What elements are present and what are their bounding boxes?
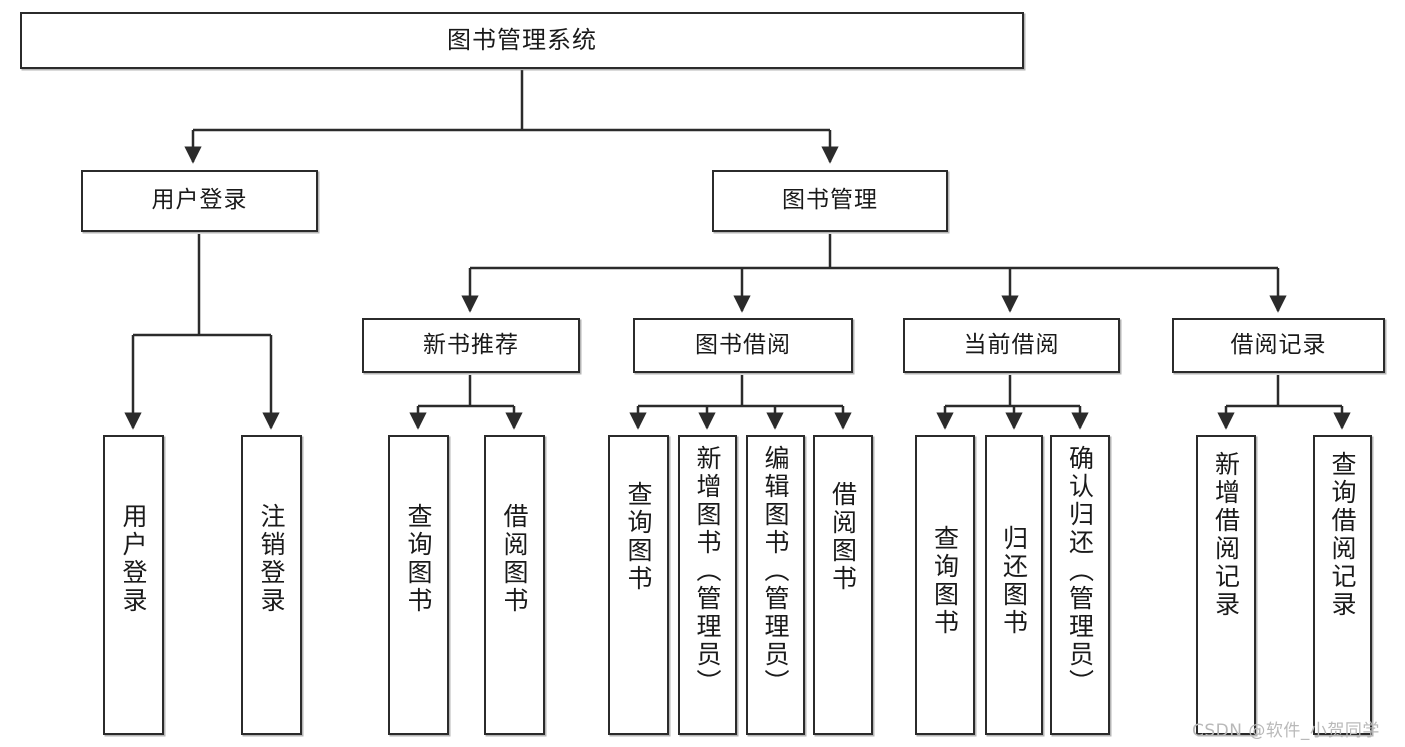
leaf-borrow-book[interactable]: 借阅图书: [813, 435, 873, 735]
node-label: 新增借阅记录: [1211, 451, 1241, 619]
leaf-confirm-return[interactable]: 确认归还（管理员）: [1050, 435, 1110, 735]
node-label: 图书管理系统: [447, 26, 597, 55]
leaf-user-login[interactable]: 用户登录: [103, 435, 164, 735]
node-label: 图书管理: [782, 187, 878, 214]
leaf-logout-login[interactable]: 注销登录: [241, 435, 302, 735]
leaf-query-borrow-record[interactable]: 查询借阅记录: [1313, 435, 1372, 735]
leaf-add-book[interactable]: 新增图书（管理员）: [678, 435, 737, 735]
node-root-system[interactable]: 图书管理系统: [20, 12, 1024, 69]
leaf-borrow-book-recommend[interactable]: 借阅图书: [484, 435, 545, 735]
node-book-borrow[interactable]: 图书借阅: [633, 318, 853, 373]
leaf-query-book-current[interactable]: 查询图书: [915, 435, 975, 735]
node-label: 图书借阅: [695, 331, 791, 358]
node-book-manage[interactable]: 图书管理: [712, 170, 948, 232]
node-label: 当前借阅: [963, 331, 1060, 358]
node-label: 查询借阅记录: [1328, 451, 1357, 619]
node-label: 借阅图书: [828, 481, 858, 593]
leaf-return-book[interactable]: 归还图书: [985, 435, 1043, 735]
leaf-query-book-recommend[interactable]: 查询图书: [388, 435, 449, 735]
node-current-borrow[interactable]: 当前借阅: [903, 318, 1120, 373]
node-label: 确认归还（管理员）: [1065, 445, 1095, 697]
node-label: 借阅图书: [500, 503, 529, 615]
node-label: 新增图书（管理员）: [693, 445, 722, 697]
node-label: 查询图书: [930, 525, 960, 637]
leaf-edit-book[interactable]: 编辑图书（管理员）: [746, 435, 805, 735]
node-label: 查询图书: [624, 481, 653, 593]
node-label: 编辑图书（管理员）: [761, 445, 790, 697]
node-user-login[interactable]: 用户登录: [81, 170, 318, 232]
node-label: 注销登录: [257, 503, 286, 615]
leaf-add-borrow-record[interactable]: 新增借阅记录: [1196, 435, 1256, 735]
node-label: 用户登录: [151, 187, 248, 214]
node-label: 归还图书: [999, 525, 1029, 637]
node-borrow-record[interactable]: 借阅记录: [1172, 318, 1385, 373]
node-label: 查询图书: [404, 503, 433, 615]
leaf-query-book-borrow[interactable]: 查询图书: [608, 435, 669, 735]
node-label: 用户登录: [119, 503, 148, 615]
node-label: 借阅记录: [1230, 331, 1327, 358]
csdn-watermark: CSDN @软件_小贺同学: [1192, 721, 1380, 741]
node-new-book-recommend[interactable]: 新书推荐: [362, 318, 580, 373]
node-label: 新书推荐: [423, 331, 519, 358]
